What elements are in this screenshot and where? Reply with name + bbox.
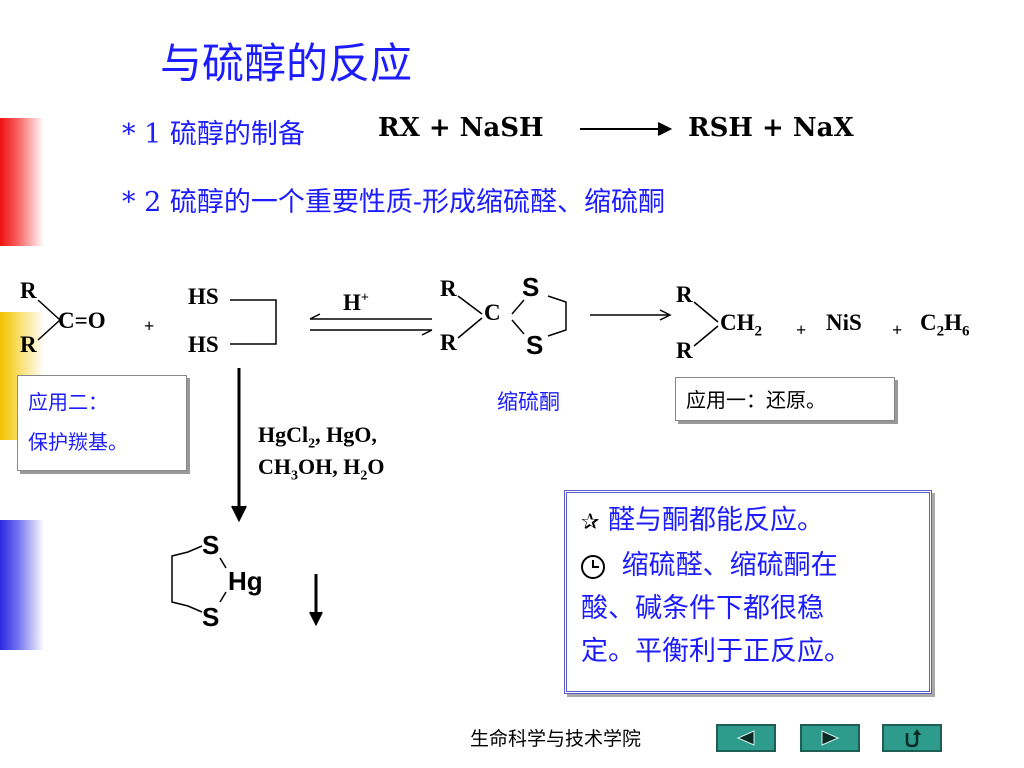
- return-arrow-icon: [905, 729, 921, 748]
- thioketal-r-bonds: [457, 295, 483, 339]
- hg-ring-s-bottom: S: [202, 602, 220, 632]
- clock-icon: [581, 554, 605, 579]
- product-nis: NiS: [826, 310, 862, 335]
- deprotection-arrow: [231, 368, 247, 523]
- right-triangle-icon: [821, 730, 840, 746]
- thioketal-s-bottom: S: [526, 330, 544, 360]
- thioketal-ring: [511, 295, 567, 337]
- star-icon: ✰: [581, 510, 600, 535]
- plus-1: +: [144, 316, 155, 336]
- footer-institute: 生命科学与技术学院: [470, 728, 642, 750]
- thioketal-r-top: R: [440, 276, 457, 301]
- application-1-box: 应用一：还原。: [675, 377, 895, 421]
- hg-ring-bonds: [171, 545, 227, 613]
- reagent-line-1: HgCl2, HgO,: [258, 422, 377, 452]
- decor-band-blue: [0, 520, 44, 650]
- page-title: 与硫醇的反应: [160, 39, 413, 88]
- note-text-2c: 定。平衡利于正反应。: [581, 636, 851, 667]
- catalyst-h-plus: H+: [343, 290, 369, 315]
- dithiol-hs-top: HS: [188, 284, 219, 309]
- note-box: ✰ 醛与酮都能反应。 缩硫醛、缩硫酮在 酸、碱条件下都很稳 定。平衡利于正反应。: [564, 490, 932, 694]
- thioketal-name: 缩硫酮: [497, 390, 560, 414]
- note-line-2: 缩硫醛、缩硫酮在: [581, 544, 915, 587]
- reduction-arrow: [590, 309, 672, 321]
- product-r-top: R: [676, 282, 693, 307]
- left-triangle-icon: [736, 730, 755, 746]
- reagent-line-2: CH3OH, H2O: [258, 454, 385, 484]
- application-2-line2: 保护羰基。: [28, 430, 128, 454]
- note-text-2a: 缩硫醛、缩硫酮在: [621, 550, 838, 581]
- ketone-carbonyl: C=O: [58, 308, 106, 333]
- section1-reaction-arrow: [580, 122, 673, 136]
- note-text-1: 醛与酮都能反应。: [608, 505, 825, 536]
- plus-3: +: [892, 320, 903, 340]
- ketone-r-top: R: [20, 278, 37, 303]
- prev-slide-button[interactable]: [716, 724, 776, 752]
- section1-label: * 1 硫醇的制备: [122, 119, 305, 150]
- ketone-r-bottom: R: [20, 332, 37, 357]
- application-2-box: 应用二： 保护羰基。: [17, 375, 187, 471]
- return-button[interactable]: [882, 724, 942, 752]
- thioketal-c: C: [484, 300, 501, 325]
- note-text-2b: 酸、碱条件下都很稳: [581, 593, 824, 624]
- precipitate-arrow: [309, 574, 323, 626]
- next-slide-button[interactable]: [800, 724, 860, 752]
- dithiol-hs-bottom: HS: [188, 332, 219, 357]
- hg-ring-s-top: S: [202, 530, 220, 560]
- note-line-1: ✰ 醛与酮都能反应。: [581, 499, 915, 544]
- hg-ring-hg: Hg: [228, 566, 263, 596]
- thioketal-r-bottom: R: [440, 330, 457, 355]
- dithiol-bridge: [230, 299, 277, 345]
- section1-reactants: RX + NaSH: [378, 113, 544, 143]
- product-bonds: [693, 301, 719, 347]
- ketone-bonds: [37, 299, 61, 341]
- product-ch2: CH2: [720, 310, 762, 340]
- product-ethane: C2H6: [920, 310, 970, 340]
- decor-band-red: [0, 118, 44, 246]
- product-r-bottom: R: [676, 338, 693, 363]
- equilibrium-arrows: [309, 313, 433, 336]
- section1-products: RSH + NaX: [688, 113, 854, 143]
- application-2-line1: 应用二：: [28, 390, 108, 414]
- section2-label: * 2 硫醇的一个重要性质-形成缩硫醛、缩硫酮: [122, 187, 665, 218]
- thioketal-s-top: S: [522, 272, 540, 302]
- plus-2: +: [796, 320, 807, 340]
